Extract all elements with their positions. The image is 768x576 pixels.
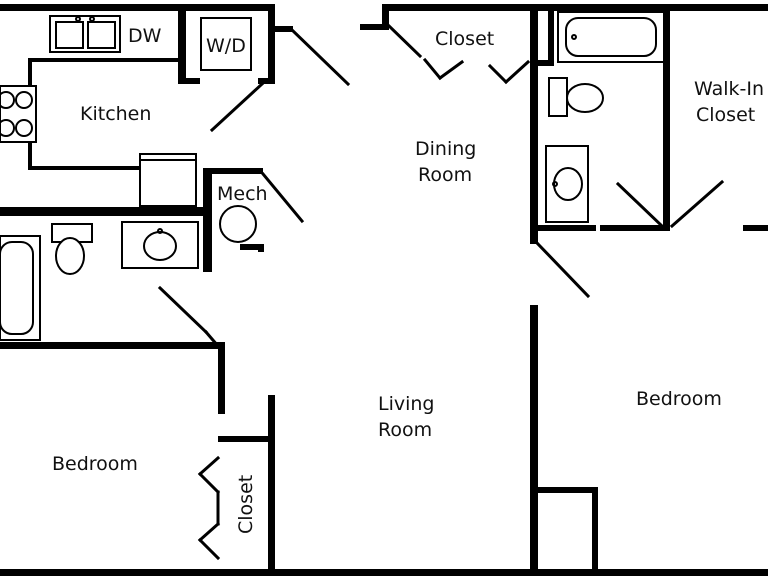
walls [0,4,768,576]
dishwasher-label: DW [128,25,162,47]
bathtub-top [557,11,665,63]
bedroom-left-label: Bedroom [52,453,138,475]
washer-dryer-label: W/D [206,35,246,57]
bedroom-right-label: Bedroom [636,388,722,410]
sink-left [121,221,199,269]
walk-in-closet-label-2: Closet [696,104,755,126]
closet-top-label: Closet [435,28,494,50]
living-room-label-2: Room [378,419,432,441]
toilet-left [51,223,93,275]
sink-top [545,145,589,223]
stove [0,85,37,143]
walk-in-closet-label-1: Walk-In [694,78,764,100]
dining-room-label-2: Room [418,164,472,186]
door-swings [157,23,725,561]
bathtub-left [0,235,41,341]
closet-left-label: Closet [235,475,257,534]
living-room-label-1: Living [378,393,435,415]
dining-room-label-1: Dining [415,138,476,160]
kitchen-label: Kitchen [80,103,151,125]
washer-dryer [200,17,252,71]
refrigerator [139,153,197,207]
toilet-top [548,77,604,117]
mech-label: Mech [217,183,268,205]
water-heater [219,205,257,243]
kitchen-sink [49,15,121,53]
